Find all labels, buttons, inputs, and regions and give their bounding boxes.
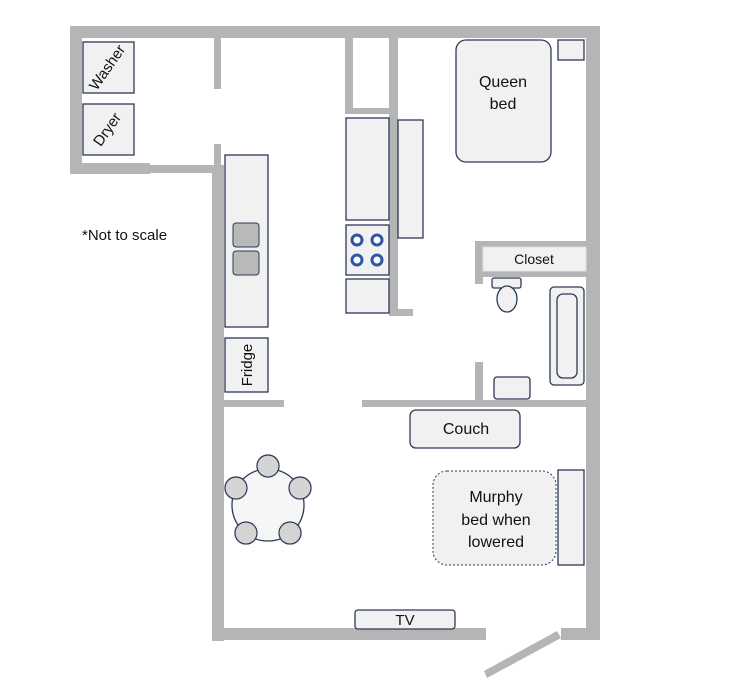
- murphy-bed-cabinet: [557, 469, 585, 566]
- couch-label: Couch: [443, 421, 489, 438]
- nightstand: [557, 39, 585, 61]
- bathroom-sink: [493, 376, 531, 400]
- dining-chair: [224, 476, 248, 500]
- wall-bath-top: [475, 271, 595, 277]
- queen-bed-label-line2: bed: [490, 96, 517, 113]
- wall-bath-left-upper: [475, 241, 483, 284]
- murphy-bed-label-line2: bed when: [461, 512, 530, 529]
- wall-right: [586, 26, 600, 640]
- dryer: [82, 103, 135, 156]
- not-to-scale-note: *Not to scale: [82, 227, 167, 244]
- burner-icon: [350, 253, 364, 267]
- toilet-bowl: [496, 285, 518, 313]
- wall-left-laundry: [70, 26, 82, 174]
- wall-laundry-divider-lower: [214, 144, 221, 173]
- wall-bottom: [212, 628, 486, 640]
- wall-laundry-bottom-right: [150, 165, 223, 173]
- stove: [345, 224, 390, 276]
- wall-bedroom-divider: [389, 26, 398, 316]
- fridge-label: Fridge: [239, 344, 256, 387]
- dining-chair: [256, 454, 280, 478]
- kitchen-cabinet-lower: [345, 278, 390, 314]
- wall-closet-top: [475, 241, 595, 247]
- sink-basin-lower: [232, 250, 260, 276]
- wall-bedroom-divider-foot: [389, 309, 413, 316]
- dining-chair: [234, 521, 258, 545]
- queen-bed-label-line1: Queen: [479, 74, 527, 91]
- murphy-bed-outline: [432, 470, 557, 566]
- kitchen-cabinet-upper: [345, 117, 390, 221]
- burner-icon: [350, 233, 364, 247]
- burner-icon: [370, 233, 384, 247]
- wall-laundry-bottom: [70, 163, 150, 174]
- burner-icon: [370, 253, 384, 267]
- murphy-bed-label-line1: Murphy: [469, 489, 522, 506]
- dining-chair: [278, 521, 302, 545]
- washer: [82, 41, 135, 94]
- wall-top: [70, 26, 600, 38]
- wall-kitchen-partition: [212, 400, 284, 407]
- wall-top-right-corner: [586, 26, 600, 52]
- dining-chair: [288, 476, 312, 500]
- wall-cabinet-bottom: [345, 108, 397, 114]
- queen-bed: [455, 39, 552, 163]
- wall-bath-left-lower: [475, 362, 483, 407]
- fridge: [224, 337, 269, 393]
- tv: [354, 609, 456, 630]
- wall-laundry-divider-upper: [214, 38, 221, 89]
- sink-basin-upper: [232, 222, 260, 248]
- wall-cabinet-left: [345, 30, 353, 114]
- bathtub-inner: [556, 293, 578, 379]
- tv-label: TV: [395, 612, 414, 629]
- closet: [482, 246, 587, 272]
- bedroom-dresser: [397, 119, 424, 239]
- couch: [409, 409, 521, 449]
- entry-door: [484, 631, 561, 678]
- walls: [70, 26, 600, 678]
- closet-label: Closet: [514, 251, 554, 267]
- murphy-bed-label-line3: lowered: [468, 534, 524, 551]
